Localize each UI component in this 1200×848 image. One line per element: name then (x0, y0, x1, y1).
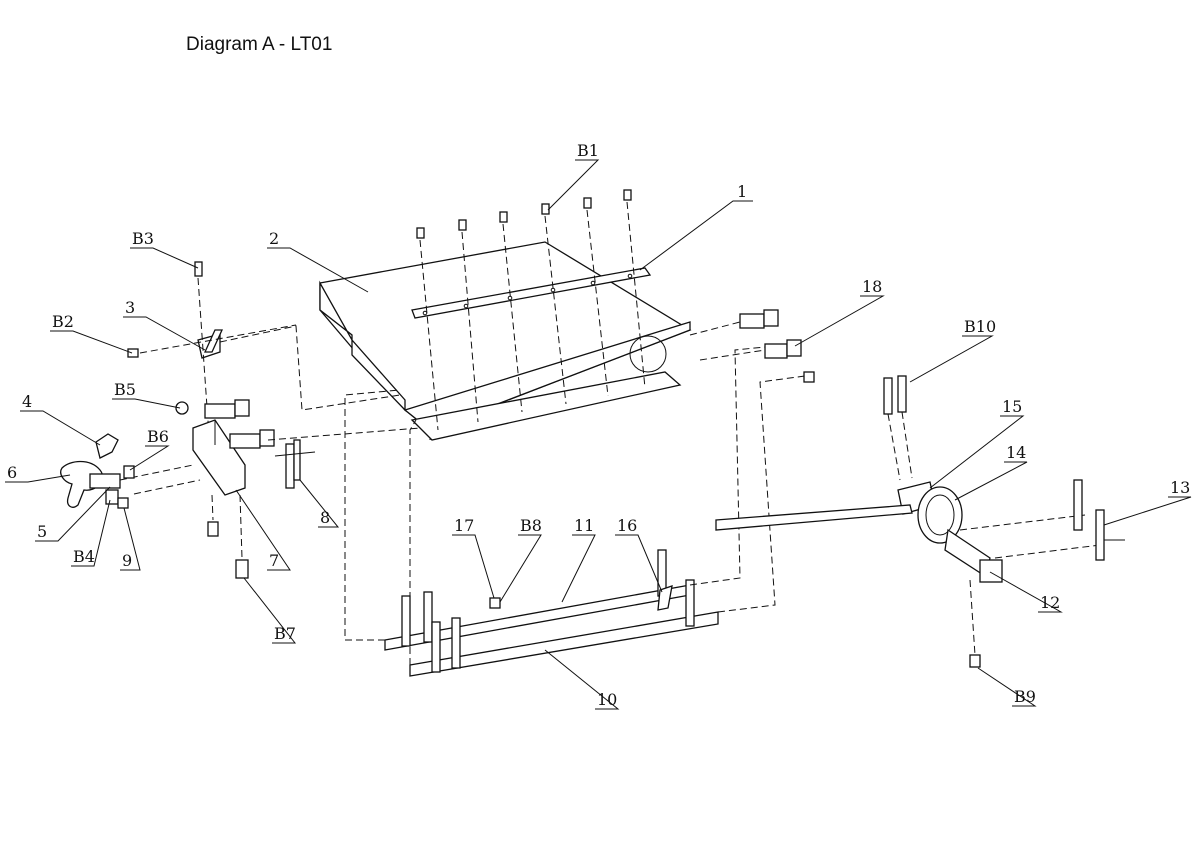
diagram-title: Diagram A - LT01 (186, 34, 333, 55)
callout-2: 2 (269, 229, 279, 248)
callout-b7: B7 (274, 624, 296, 643)
callout-18: 18 (862, 277, 882, 296)
part-3-bracket (127, 261, 401, 451)
part-7-block (175, 399, 421, 579)
callout-3: 3 (125, 298, 135, 317)
callout-labels: 1 2 3 4 5 6 7 8 9 10 11 12 13 14 15 16 1… (7, 141, 1190, 709)
callout-17: 17 (454, 516, 474, 535)
part-13-bracket (1073, 479, 1125, 561)
b1-screws (416, 189, 646, 431)
callout-b6: B6 (147, 427, 169, 446)
callout-b8: B8 (520, 516, 542, 535)
callout-14: 14 (1006, 443, 1026, 462)
callout-b9: B9 (1014, 687, 1036, 706)
callout-7: 7 (269, 551, 279, 570)
callout-9: 9 (122, 551, 132, 570)
callout-13: 13 (1170, 478, 1190, 497)
callout-b4: B4 (73, 547, 95, 566)
callout-b10: B10 (964, 317, 996, 336)
callout-b5: B5 (114, 380, 136, 399)
callout-b2: B2 (52, 312, 74, 331)
callout-6: 6 (7, 463, 17, 482)
parts-12-14-15-mechanism (715, 375, 1101, 668)
callout-16: 16 (617, 516, 637, 535)
callout-11: 11 (574, 516, 594, 535)
part-1-strip (411, 267, 652, 319)
parts-4-5-6-handle (60, 433, 201, 509)
callout-8: 8 (320, 508, 330, 527)
parts-10-11-rods (344, 344, 806, 677)
callout-4: 4 (22, 392, 32, 411)
callout-5: 5 (37, 522, 47, 541)
part-8-plate (274, 439, 316, 489)
leader-lines (5, 159, 1192, 710)
part-18-fittings (689, 309, 815, 383)
callout-15: 15 (1002, 397, 1022, 416)
callout-1: 1 (737, 182, 747, 201)
callout-b1: B1 (577, 141, 599, 160)
callout-10: 10 (597, 690, 617, 709)
callout-12: 12 (1040, 593, 1060, 612)
callout-b3: B3 (132, 229, 154, 248)
